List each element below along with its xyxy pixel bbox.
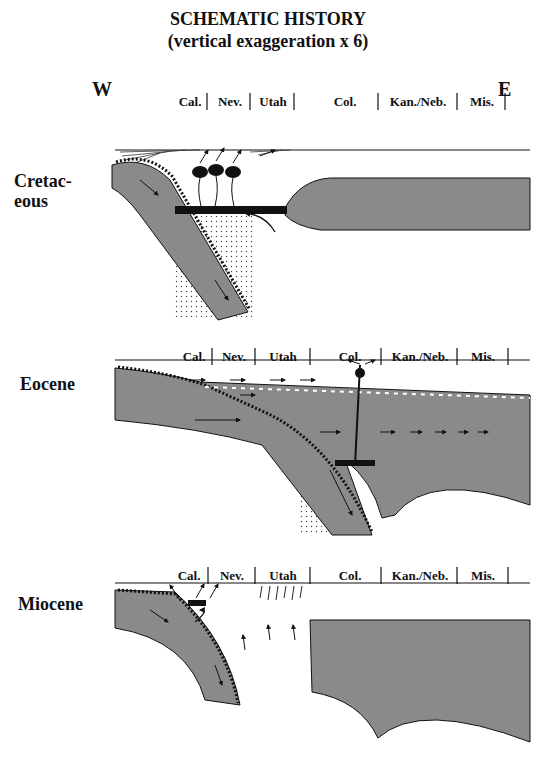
period-label: Cretac- eous (14, 172, 84, 212)
state-label: Nev. (210, 95, 250, 109)
subtitle: (vertical exaggeration x 6) (68, 32, 468, 52)
miocene-section (115, 583, 530, 742)
state-label: Utah (258, 569, 308, 583)
state-label: Cal. (170, 569, 208, 583)
state-label: Mis. (460, 350, 506, 364)
state-label: Mis. (460, 569, 506, 583)
cretaceous-section (112, 148, 530, 320)
state-label: Col. (325, 569, 375, 583)
state-label: Utah (258, 350, 308, 364)
title: SCHEMATIC HISTORY (68, 10, 468, 30)
state-label: Kan./Neb. (380, 95, 456, 109)
state-label: Col. (325, 350, 375, 364)
state-label: Nev. (212, 569, 252, 583)
state-label: Kan./Neb. (383, 569, 457, 583)
state-label: Nev. (214, 350, 254, 364)
state-label: Utah (252, 95, 294, 109)
eocene-section (115, 360, 530, 535)
direction-label: E (498, 78, 528, 100)
state-label: Kan./Neb. (383, 350, 457, 364)
state-label: Col. (320, 95, 370, 109)
period-label: Eocene (20, 375, 100, 395)
period-label: Miocene (18, 595, 108, 615)
state-label: Cal. (172, 95, 208, 109)
state-label: Mis. (459, 95, 505, 109)
state-label: Cal. (176, 350, 212, 364)
direction-label: W (92, 78, 122, 100)
